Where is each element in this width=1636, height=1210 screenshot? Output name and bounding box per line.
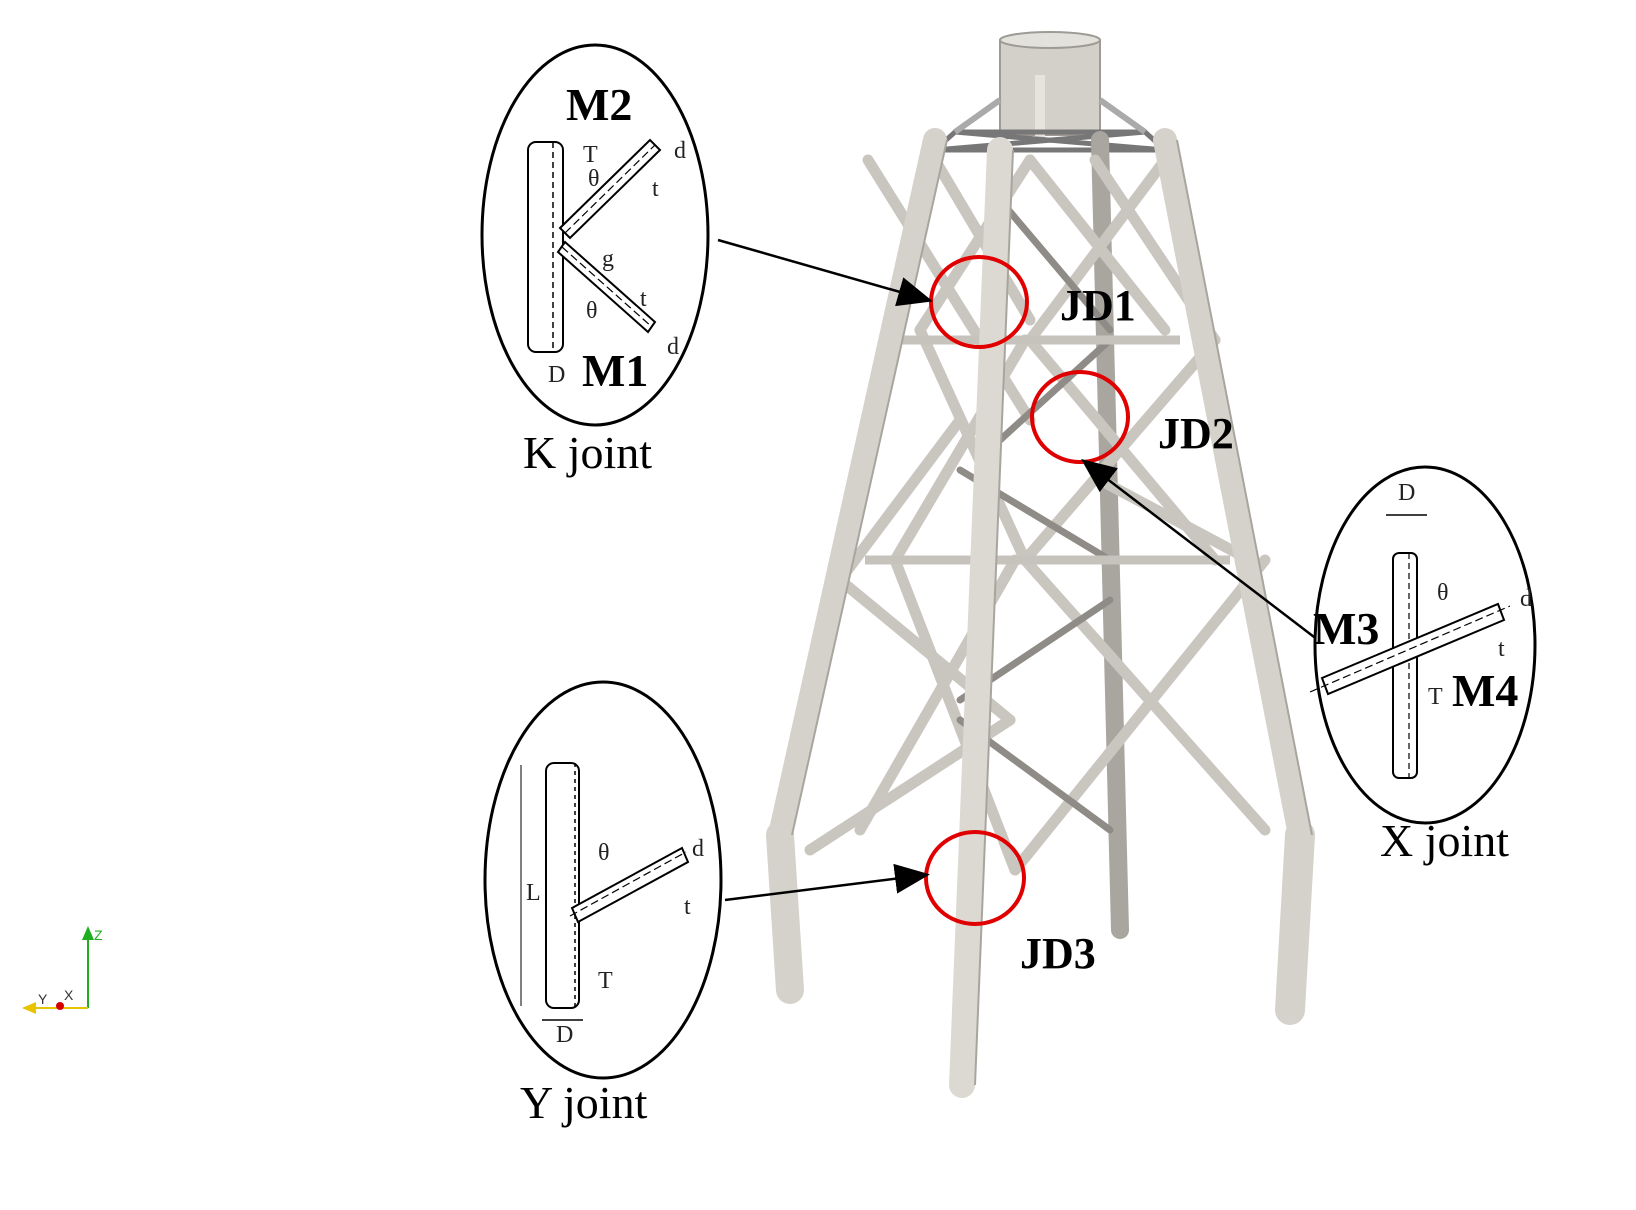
axes-triad: Z Y X	[22, 926, 103, 1014]
axis-z-label: Z	[94, 927, 103, 943]
y-dim-t: t	[684, 894, 691, 920]
y-dim-D: D	[556, 1022, 573, 1048]
k-m2-label: M2	[566, 79, 632, 130]
k-dim-theta-top: θ	[588, 166, 600, 192]
k-joint-detail: M2 T d t θ g θ t d D M1 K joint	[480, 43, 710, 478]
y-dim-T: T	[598, 968, 613, 994]
callout-arrows	[717, 238, 1319, 902]
k-dim-t-bottom: t	[640, 286, 647, 312]
axis-x-label: X	[64, 987, 74, 1003]
x-joint-caption: X joint	[1380, 815, 1509, 866]
x-m4-label: M4	[1452, 665, 1518, 716]
k-joint-caption: K joint	[523, 427, 652, 478]
jd3-label: JD3	[1020, 929, 1096, 978]
k-dim-D: D	[548, 362, 565, 388]
k-dim-d-top: d	[674, 138, 686, 164]
y-joint-arrow	[724, 863, 930, 902]
y-dim-theta: θ	[598, 840, 610, 866]
k-dim-theta-bottom: θ	[586, 298, 598, 324]
transition-piece	[999, 31, 1101, 140]
y-joint-outline	[483, 680, 723, 1080]
x-m3-label: M3	[1313, 603, 1379, 654]
x-joint-detail: D θ d t T M3 M4 X joint	[1309, 465, 1537, 866]
x-dim-t: t	[1498, 636, 1505, 662]
y-dim-d: d	[692, 836, 704, 862]
k-dim-g: g	[602, 246, 614, 272]
jd1-label: JD1	[1060, 281, 1136, 330]
horizontal-frames	[865, 335, 1230, 565]
axis-x-dot	[56, 1002, 64, 1010]
back-legs	[1091, 131, 1129, 939]
k-joint-arrow	[717, 238, 933, 307]
leg-edges	[791, 139, 1313, 1086]
jd2-label: JD2	[1158, 409, 1234, 458]
x-dim-d: d	[1520, 586, 1532, 612]
y-joint-detail: L θ d t T D Y joint	[483, 680, 723, 1128]
x-dim-T: T	[1428, 684, 1443, 710]
x-dim-D: D	[1398, 480, 1415, 506]
axis-y-label: Y	[38, 991, 48, 1007]
k-m1-label: M1	[582, 345, 648, 396]
k-dim-t-top: t	[652, 176, 659, 202]
x-joint-arrow	[1081, 458, 1319, 641]
x-dim-theta: θ	[1437, 580, 1449, 606]
front-legs	[766, 128, 1315, 1098]
y-joint-caption: Y joint	[520, 1077, 648, 1128]
k-dim-d-bottom: d	[667, 334, 679, 360]
y-dim-L: L	[526, 880, 541, 906]
jd2-circle	[1030, 370, 1130, 464]
k-dim-T: T	[583, 142, 598, 168]
jacket-structure	[766, 31, 1315, 1098]
